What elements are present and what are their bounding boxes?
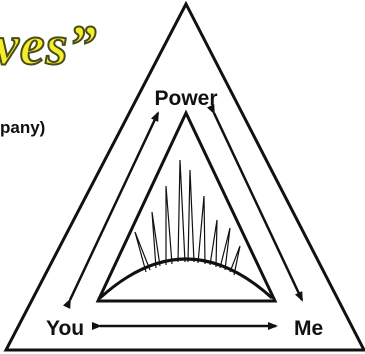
vertex-label-power: Power <box>154 87 217 110</box>
vertex-label-you: You <box>46 317 84 340</box>
vertex-label-me: Me <box>294 317 323 340</box>
